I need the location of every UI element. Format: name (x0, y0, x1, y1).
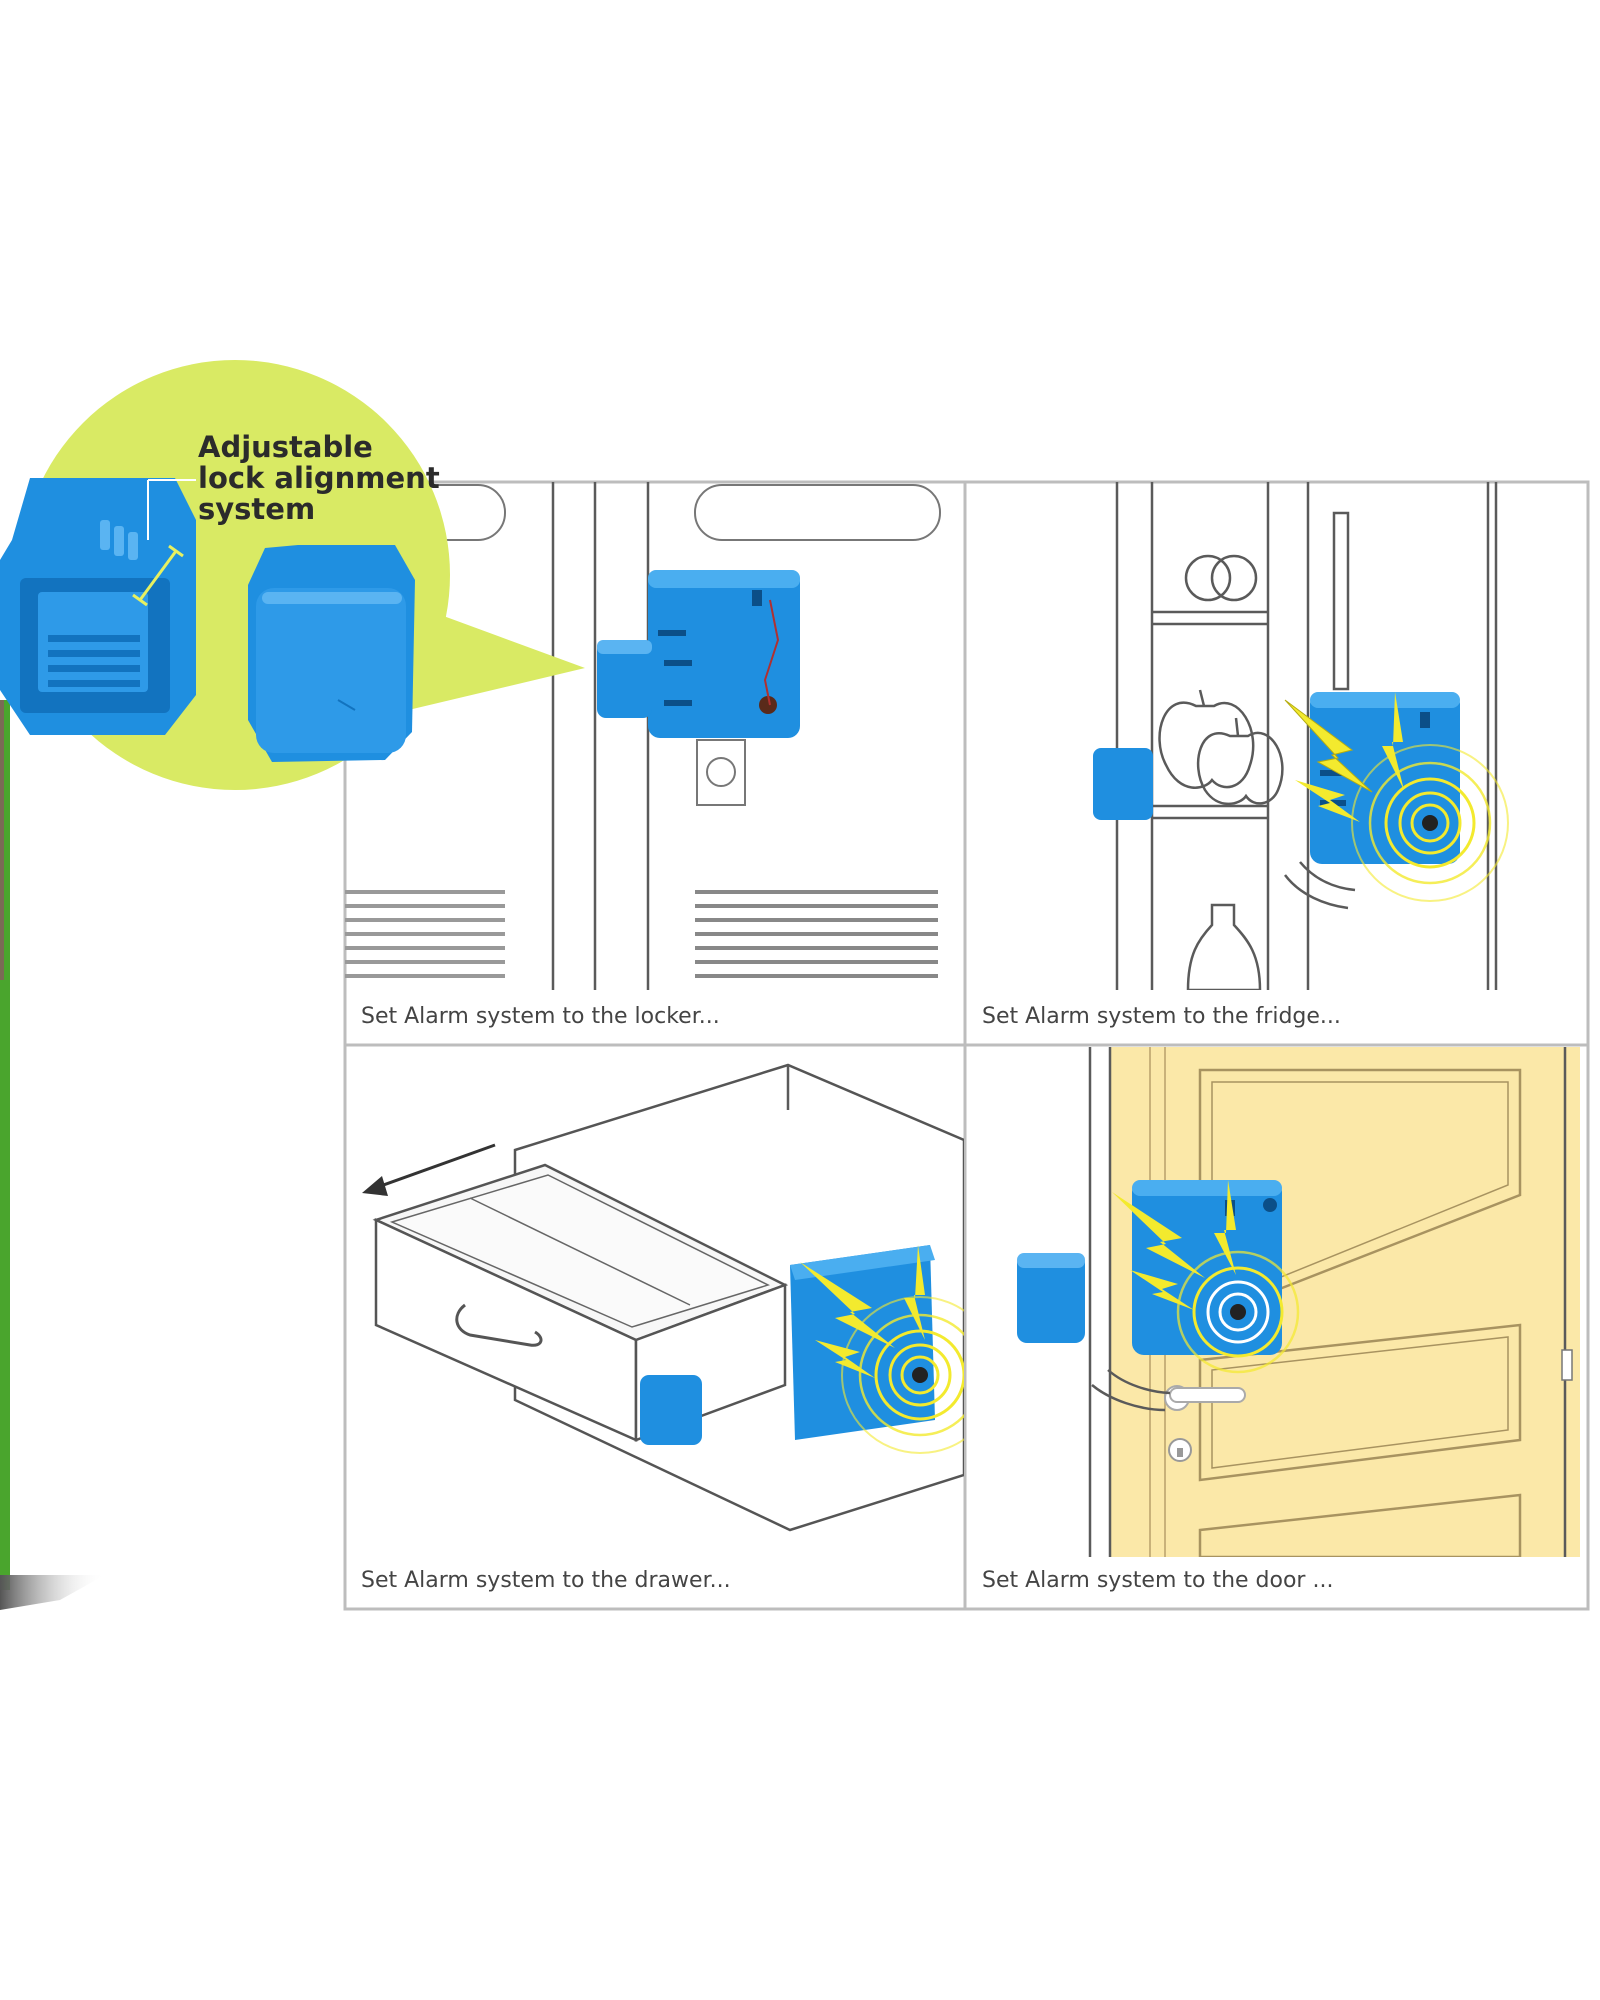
magnet-block-icon (597, 640, 652, 718)
callout-label-line-3: system (198, 492, 315, 526)
pull-arrow-icon (362, 1143, 496, 1196)
motion-lines-icon (1091, 1369, 1171, 1412)
lightning-bolt-icon (1284, 692, 1404, 822)
drawer-box (372, 1163, 789, 1442)
fridge-scene (1093, 482, 1509, 990)
motion-lines-icon (1284, 861, 1356, 910)
alarm-sound-waves-icon (1176, 1250, 1300, 1374)
lightning-bolt-icon (1112, 1180, 1236, 1310)
eggs-icon (1184, 554, 1258, 602)
callout-label-line-1: Adjustable (198, 430, 373, 464)
lock-receiver-icon (0, 478, 196, 735)
panel-grid (343, 480, 1590, 1611)
alarm-device-icon (1132, 1180, 1282, 1355)
locker-vent-left (345, 890, 505, 978)
door-handle-icon (1164, 1385, 1246, 1462)
lightning-bolt-icon (800, 1245, 925, 1378)
caption-drawer: Set Alarm system to the drawer... (361, 1568, 731, 1593)
drawer-scene (362, 1063, 964, 1532)
caption-door: Set Alarm system to the door ... (982, 1568, 1333, 1593)
alarm-device-icon (648, 570, 800, 738)
alarm-sound-waves-icon (1351, 744, 1509, 902)
magnet-block-icon (640, 1375, 702, 1445)
caption-fridge: Set Alarm system to the fridge... (982, 1004, 1341, 1029)
locker-scene (345, 482, 941, 990)
callout-label-line-2: lock alignment (198, 461, 440, 495)
locker-vent-right (695, 890, 938, 978)
alignment-indicator-icon (132, 479, 196, 607)
left-edge-strip (0, 700, 105, 1610)
bottle-icon (1186, 903, 1262, 990)
door-scene (1017, 1047, 1580, 1557)
callout-label: Adjustable lock alignment system (198, 430, 440, 526)
caption-locker: Set Alarm system to the locker... (361, 1004, 720, 1029)
lock-striker-icon (248, 545, 415, 762)
drawer-handle-icon (455, 1303, 543, 1347)
magnet-block-icon (1093, 748, 1153, 820)
magnet-block-icon (1017, 1253, 1085, 1343)
apples-icon (1158, 689, 1284, 806)
alarm-device-icon (790, 1245, 935, 1440)
locker-latch-icon (696, 739, 746, 806)
alarm-sound-waves-icon (841, 1296, 964, 1454)
